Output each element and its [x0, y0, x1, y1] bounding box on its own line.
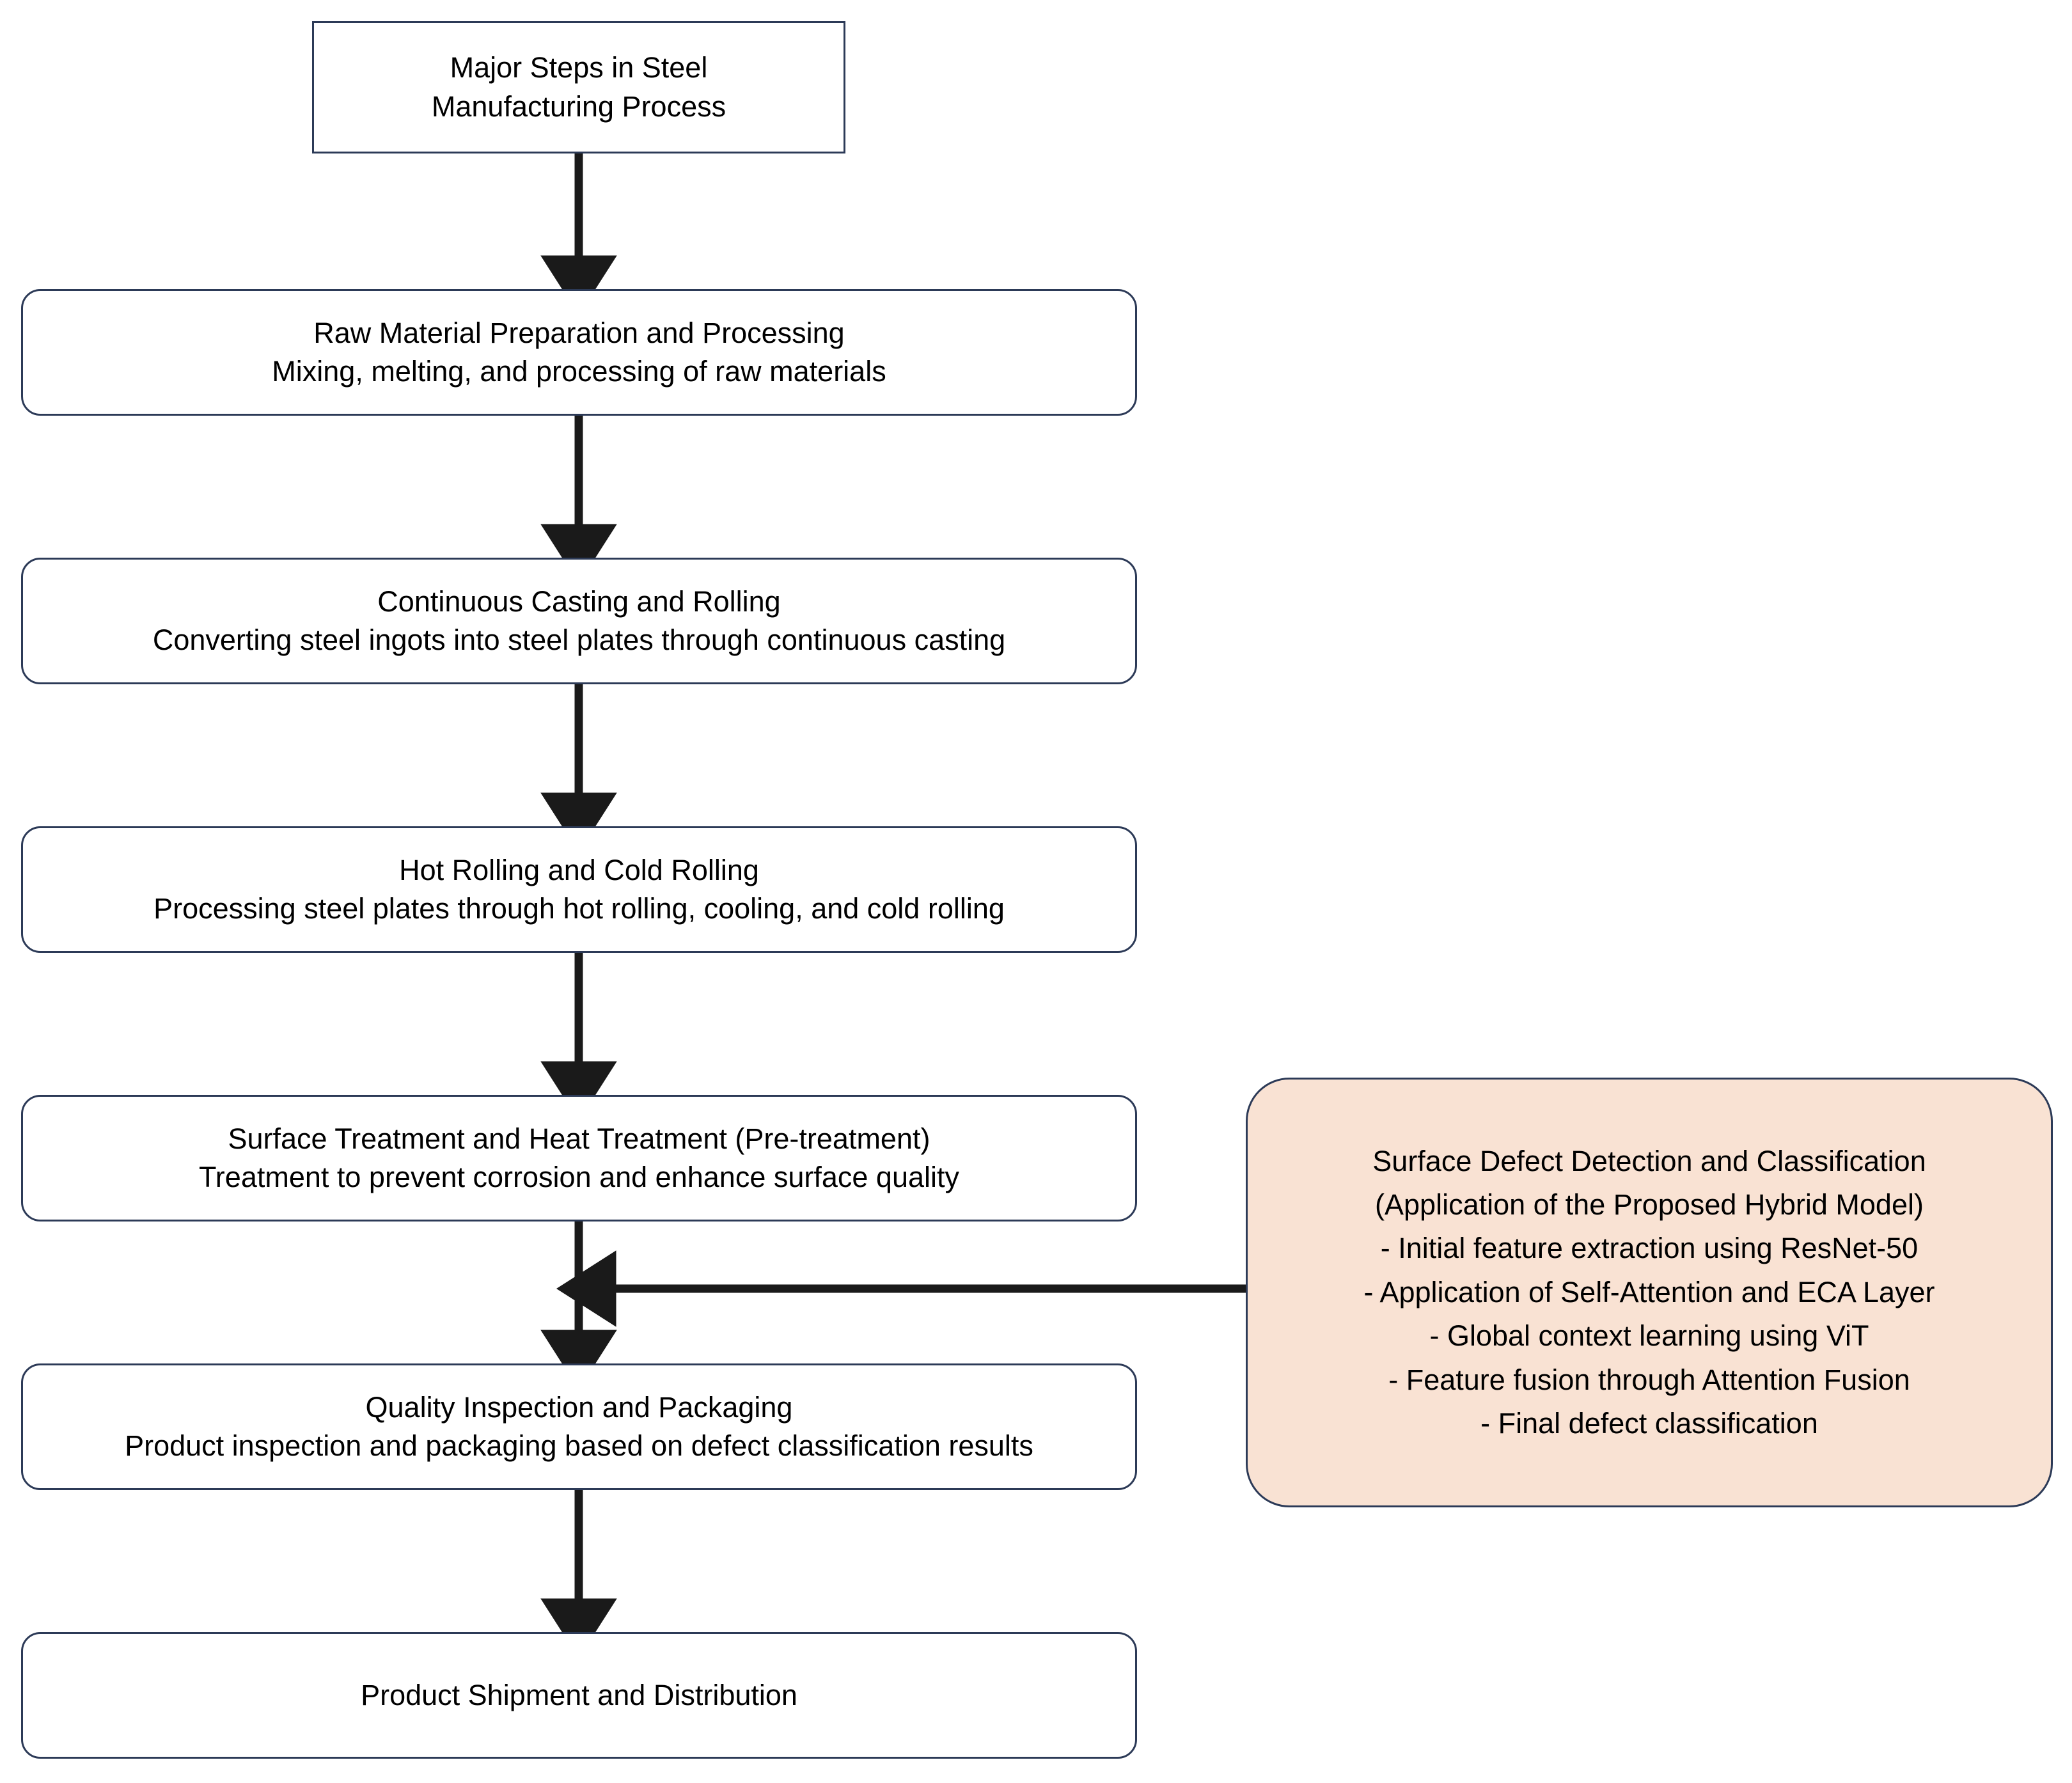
- callout-line-3: - Initial feature extraction using ResNe…: [1380, 1232, 1919, 1265]
- callout-line-6: - Feature fusion through Attention Fusio…: [1388, 1363, 1910, 1396]
- callout-line-5: - Global context learning using ViT: [1429, 1319, 1869, 1353]
- title-node-line-1: Major Steps in Steel: [450, 51, 708, 84]
- process-node-subtitle: Treatment to prevent corrosion and enhan…: [198, 1161, 959, 1193]
- process-node-raw-material-preparation: Raw Material Preparation and Processing …: [21, 289, 1137, 416]
- process-node-subtitle: Product inspection and packaging based o…: [125, 1429, 1033, 1462]
- process-node-hot-rolling-and-cold-rolling: Hot Rolling and Cold Rolling Processing …: [21, 826, 1137, 953]
- process-node-title: Quality Inspection and Packaging: [365, 1390, 793, 1424]
- callout-node-surface-defect-detection: Surface Defect Detection and Classificat…: [1246, 1078, 2053, 1507]
- process-node-title: Hot Rolling and Cold Rolling: [399, 853, 759, 886]
- process-node-quality-inspection-and-packaging: Quality Inspection and Packaging Product…: [21, 1363, 1137, 1490]
- process-node-subtitle: Converting steel ingots into steel plate…: [152, 624, 1006, 656]
- callout-line-7: - Final defect classification: [1480, 1406, 1818, 1440]
- process-node-surface-and-heat-treatment: Surface Treatment and Heat Treatment (Pr…: [21, 1095, 1137, 1221]
- process-node-title: Product Shipment and Distribution: [361, 1678, 797, 1711]
- title-node: Major Steps in Steel Manufacturing Proce…: [312, 21, 845, 153]
- process-node-title: Surface Treatment and Heat Treatment (Pr…: [228, 1122, 930, 1155]
- callout-line-4: - Application of Self-Attention and ECA …: [1363, 1275, 1935, 1308]
- process-node-title: Continuous Casting and Rolling: [377, 585, 781, 618]
- process-node-product-shipment-and-distribution: Product Shipment and Distribution: [21, 1632, 1137, 1759]
- process-node-subtitle: Mixing, melting, and processing of raw m…: [272, 355, 886, 388]
- process-node-subtitle: Processing steel plates through hot roll…: [153, 892, 1005, 925]
- process-node-continuous-casting-and-rolling: Continuous Casting and Rolling Convertin…: [21, 558, 1137, 684]
- process-node-title: Raw Material Preparation and Processing: [313, 316, 845, 349]
- callout-line-1: Surface Defect Detection and Classificat…: [1372, 1144, 1926, 1177]
- title-node-line-2: Manufacturing Process: [431, 90, 726, 123]
- callout-line-2: (Application of the Proposed Hybrid Mode…: [1375, 1188, 1924, 1221]
